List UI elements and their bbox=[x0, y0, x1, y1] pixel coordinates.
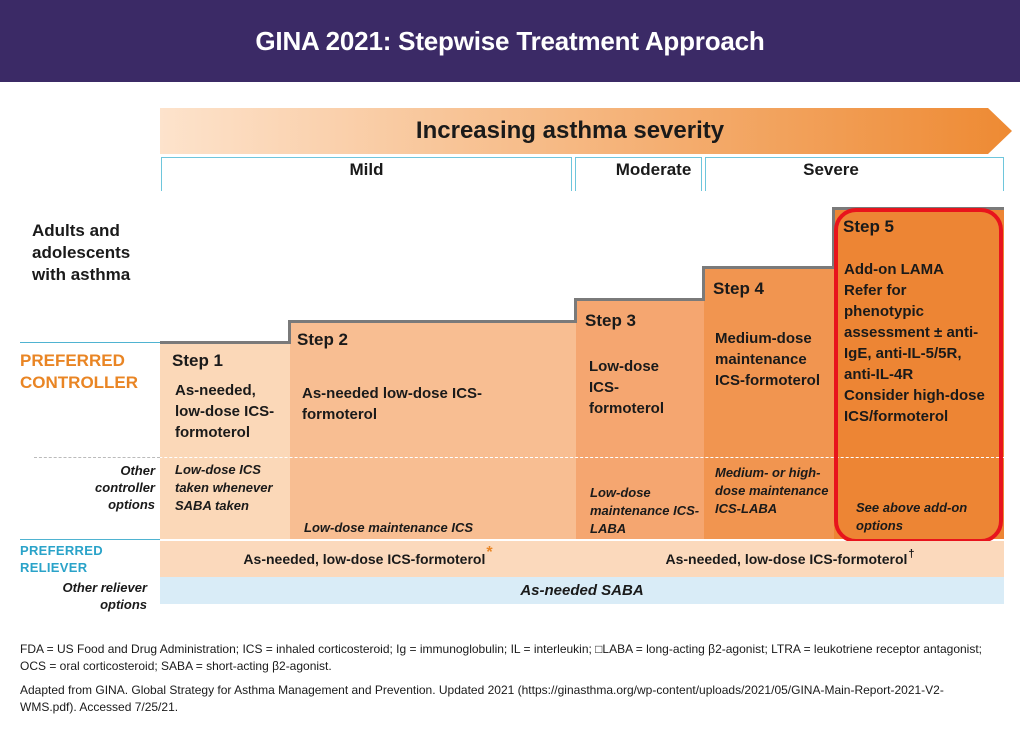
label-dashed-divider bbox=[34, 457, 160, 458]
step-riser-2 bbox=[288, 320, 291, 344]
step-4-title: Step 4 bbox=[713, 279, 765, 298]
step-5-other: See above add-on options bbox=[856, 500, 968, 533]
step-riser-3 bbox=[574, 298, 577, 323]
step-1-title: Step 1 bbox=[172, 351, 224, 370]
dagger-mark: † bbox=[908, 548, 915, 560]
step-riser-5 bbox=[832, 207, 835, 269]
step-4-preferred: Medium-dose maintenance ICS-formoterol bbox=[715, 330, 820, 389]
preferred-reliever-row bbox=[160, 541, 1004, 577]
controller-dashed-divider bbox=[34, 457, 1004, 458]
bracket-moderate bbox=[575, 157, 702, 191]
bracket-label-mild: Mild bbox=[349, 160, 384, 179]
reliever-steps-3-5: As-needed, low-dose ICS-formoterol† bbox=[576, 541, 1004, 577]
asterisk-mark: * bbox=[486, 544, 493, 561]
step-5-add-on-lama: Add-on LAMA bbox=[844, 261, 944, 278]
bracket-label-severe: Severe bbox=[803, 160, 859, 179]
step-2-block: Step 2 As-needed low-dose ICS-formoterol… bbox=[290, 320, 576, 539]
step-1-other: Low-dose ICS taken whenever SABA taken bbox=[175, 462, 273, 513]
bracket-label-moderate: Moderate bbox=[615, 160, 692, 179]
controller-divider bbox=[20, 342, 160, 343]
reliever-steps-1-2-text: As-needed, low-dose ICS-formoterol bbox=[243, 551, 486, 567]
step-5-highlight-outline bbox=[834, 208, 1003, 543]
step-2-other: Low-dose maintenance ICS bbox=[304, 520, 474, 535]
step-5-refer-phenotypic: Refer for phenotypic assessment ± anti-I… bbox=[844, 282, 979, 383]
step-4-block: Step 4 Medium-dose maintenance ICS-formo… bbox=[704, 266, 834, 539]
step-2-title: Step 2 bbox=[297, 330, 349, 349]
severity-label: Increasing asthma severity bbox=[415, 117, 725, 144]
step-3-other: Low-dose maintenance ICS-LABA bbox=[590, 485, 700, 536]
page-title: GINA 2021: Stepwise Treatment Approach bbox=[255, 25, 765, 56]
abbreviations-footnote: FDA = US Food and Drug Administration; I… bbox=[20, 642, 983, 673]
population-label: Adults and adolescents with asthma bbox=[32, 221, 131, 284]
preferred-reliever-label: PREFERRED RELIEVER bbox=[20, 543, 103, 575]
step-1-block: Step 1 As-needed, low-dose ICS-formotero… bbox=[160, 341, 290, 539]
other-reliever-label: Other reliever options bbox=[62, 580, 147, 612]
step-3-block: Step 3 Low-dose ICS-formoterol Low-dose … bbox=[576, 298, 704, 539]
step-3-preferred: Low-dose ICS-formoterol bbox=[589, 358, 664, 417]
severity-arrow bbox=[160, 108, 1012, 154]
step-5-consider-high-dose: Consider high-dose ICS/formoterol bbox=[844, 387, 985, 425]
step-riser-4 bbox=[702, 266, 705, 301]
preferred-controller-label: PREFERRED CONTROLLER bbox=[20, 351, 139, 392]
reliever-steps-3-5-text: As-needed, low-dose ICS-formoterol bbox=[665, 551, 908, 567]
header-banner bbox=[0, 0, 1020, 82]
other-reliever-row: As-needed SABA bbox=[160, 577, 1004, 604]
bracket-severe bbox=[705, 157, 1004, 191]
bracket-mild bbox=[161, 157, 572, 191]
reliever-divider bbox=[20, 539, 160, 540]
source-footnote: Adapted from GINA. Global Strategy for A… bbox=[20, 683, 944, 714]
step-1-preferred: As-needed, low-dose ICS-formoterol bbox=[175, 382, 275, 441]
step-2-preferred: As-needed low-dose ICS-formoterol bbox=[302, 385, 483, 423]
reliever-steps-1-2: As-needed, low-dose ICS-formoterol* bbox=[160, 541, 576, 577]
step-4-other: Medium- or high-dose maintenance ICS-LAB… bbox=[715, 465, 829, 516]
other-controller-label: Other controller options bbox=[95, 463, 155, 512]
step-3-title: Step 3 bbox=[585, 311, 637, 330]
